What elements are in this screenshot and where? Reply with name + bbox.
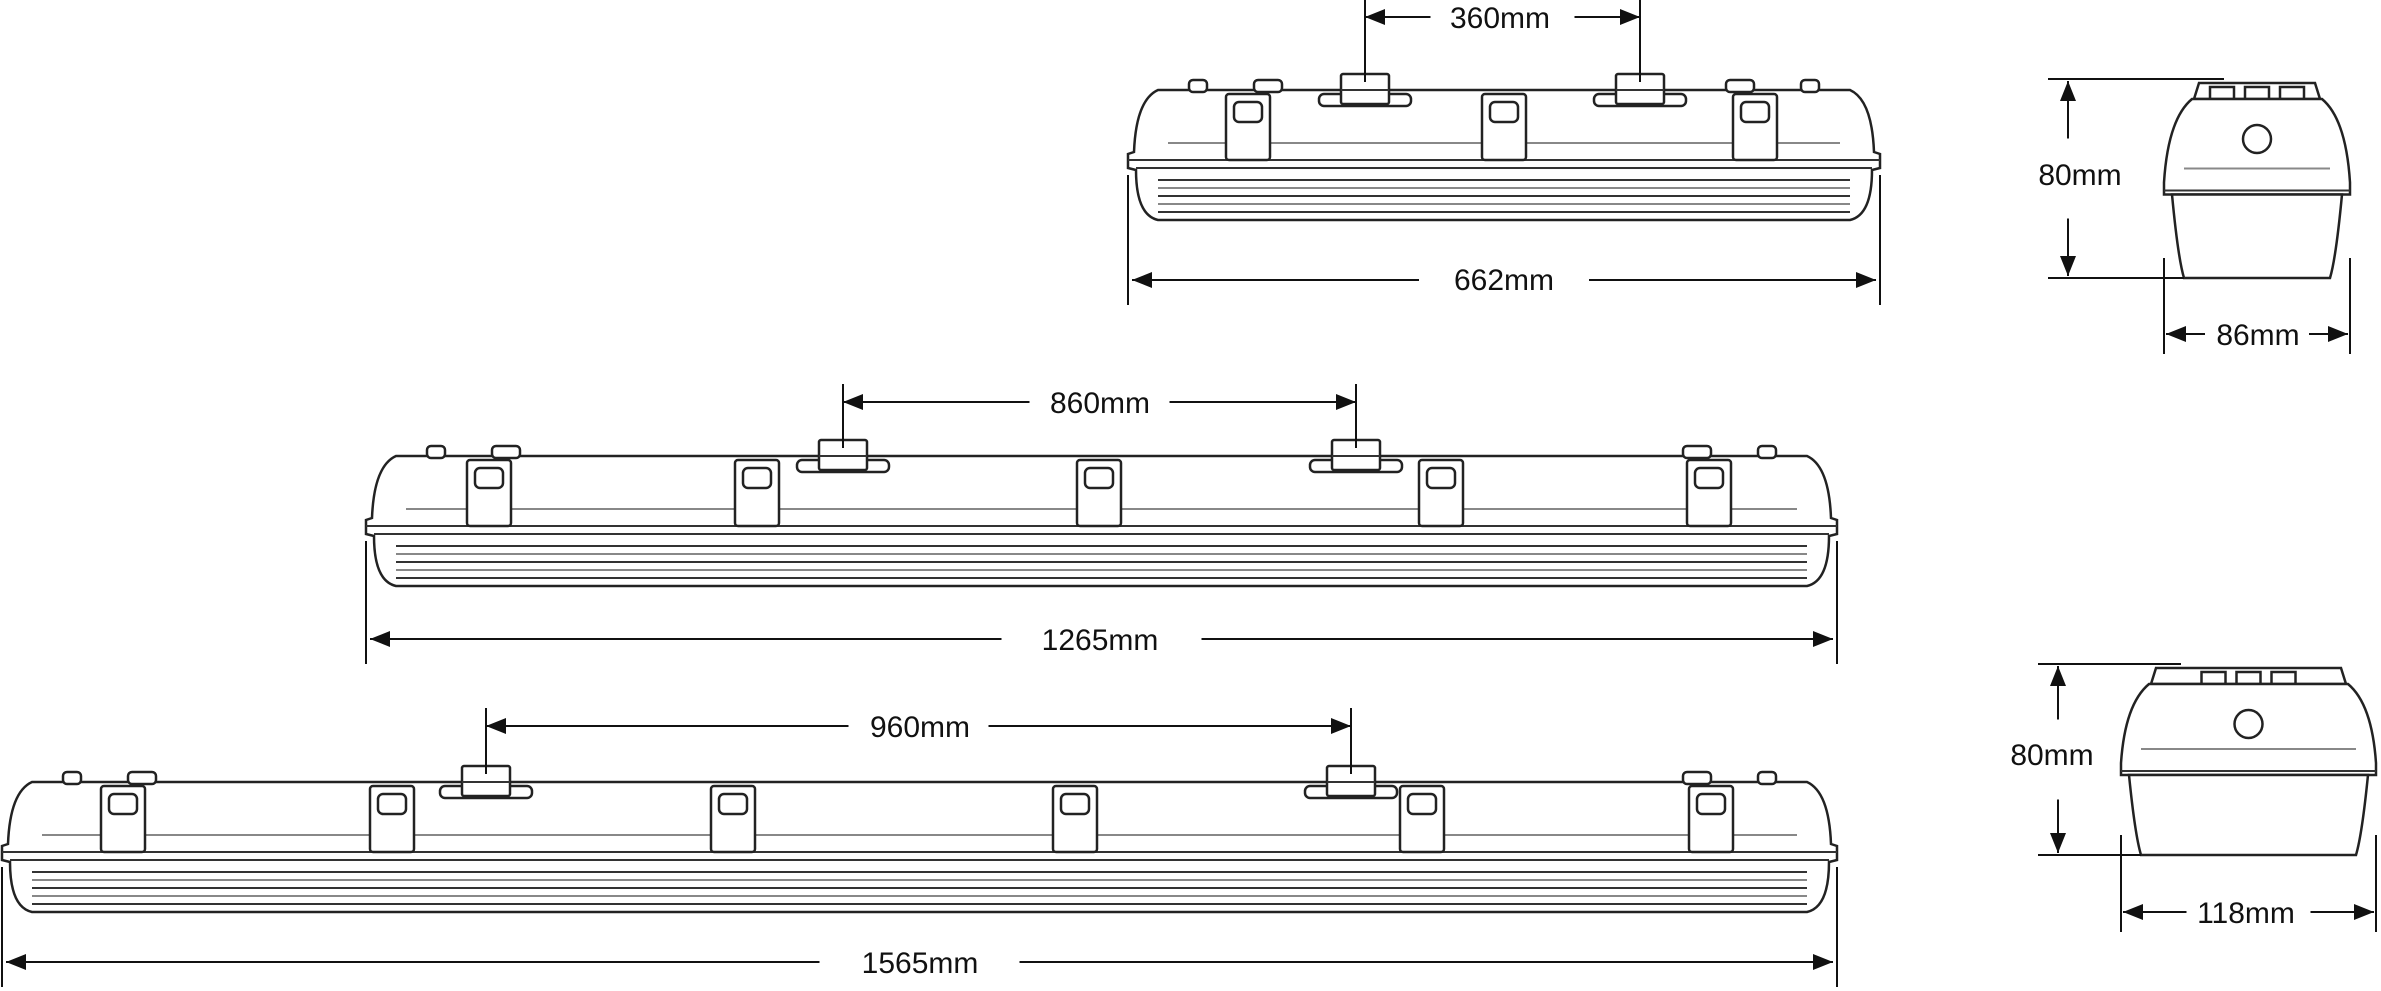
end-view-large-top-tab	[2270, 670, 2297, 686]
fixture-1265-clip	[733, 458, 781, 528]
fixture-1565-clip	[1687, 784, 1735, 854]
fixture-1565-clip	[709, 784, 757, 854]
fixture-1265-length-label: 1265mm	[1042, 624, 1159, 657]
end-view-small-height-label: 80mm	[2038, 159, 2121, 192]
fixture-1265-top-tab	[425, 444, 447, 460]
fixture-662-bracket-label: 360mm	[1450, 2, 1550, 35]
fixture-1565-clip	[99, 784, 147, 854]
fixture-662-clip	[1480, 92, 1528, 162]
end-view-small-diffuser	[2170, 193, 2344, 280]
fixture-662-length-label: 662mm	[1454, 264, 1554, 297]
fixture-1565-bracket-label: 960mm	[870, 711, 970, 744]
fixture-1565-clip	[368, 784, 416, 854]
fixture-1565-clip	[1398, 784, 1446, 854]
end-view-small-width-label: 86mm	[2216, 319, 2299, 352]
fixture-1265-clip	[1075, 458, 1123, 528]
end-view-large	[2038, 663, 2378, 932]
fixture-1265-bracket-label: 860mm	[1050, 387, 1150, 420]
fixture-1565-top-tab	[61, 770, 83, 786]
fixture-1565-clip	[1051, 784, 1099, 854]
fixture-1565-mounting-bracket	[1303, 764, 1399, 800]
end-view-large-width-label: 118mm	[2197, 897, 2295, 930]
fixture-1265-clip	[1417, 458, 1465, 528]
fixture-1565-top-tab	[1681, 770, 1713, 786]
fixture-1565-top-tab	[126, 770, 158, 786]
fixture-1265	[364, 438, 1839, 588]
end-view-small	[2048, 78, 2352, 354]
fixture-662-mounting-bracket	[1317, 72, 1413, 108]
clip-window	[1695, 792, 1727, 816]
clip-window	[1083, 466, 1115, 490]
fixture-662-clip	[1224, 92, 1272, 162]
end-view-large-diffuser	[2127, 773, 2370, 857]
fixture-1565-length-label: 1565mm	[862, 947, 979, 980]
clip-window	[1425, 466, 1457, 490]
clip-window	[741, 466, 773, 490]
fixture-1265-top-tab	[490, 444, 522, 460]
fixture-1565-top-tab	[1756, 770, 1778, 786]
end-view-large-top-tab	[2200, 670, 2227, 686]
clip-window	[1059, 792, 1091, 816]
clip-window	[107, 792, 139, 816]
fixture-662-mounting-bracket	[1592, 72, 1688, 108]
fixture-662-top-tab	[1799, 78, 1821, 94]
clip-window	[717, 792, 749, 816]
fixture-1265-clip	[465, 458, 513, 528]
fixture-662-clip	[1731, 92, 1779, 162]
fixture-662-top-tab	[1252, 78, 1284, 94]
fixture-1265-top-tab	[1681, 444, 1713, 460]
end-view-small-top-tab	[2208, 85, 2236, 101]
fixture-1265-mounting-bracket	[1308, 438, 1404, 474]
clip-window	[1693, 466, 1725, 490]
end-view-small-cable-gland	[2241, 123, 2273, 155]
clip-window	[1406, 792, 1438, 816]
fixture-1265-top-tab	[1756, 444, 1778, 460]
end-view-small-top-tab	[2243, 85, 2271, 101]
fixture-1265-mounting-bracket	[795, 438, 891, 474]
end-view-large-cable-gland	[2233, 708, 2264, 740]
end-view-small-top-tab	[2278, 85, 2306, 101]
clip-window	[473, 466, 505, 490]
fixture-662-top-tab	[1187, 78, 1209, 94]
fixture-1565-mounting-bracket	[438, 764, 534, 800]
end-view-large-height-label: 80mm	[2010, 739, 2093, 772]
clip-window	[1232, 100, 1264, 124]
fixture-662-top-tab	[1724, 78, 1756, 94]
clip-window	[1739, 100, 1771, 124]
fixture-1565-housing	[0, 780, 1839, 914]
fixture-1265-clip	[1685, 458, 1733, 528]
fixture-1565	[0, 764, 1839, 914]
end-view-large-top-tab	[2235, 670, 2262, 686]
fixture-662	[1126, 72, 1882, 222]
clip-window	[376, 792, 408, 816]
clip-window	[1488, 100, 1520, 124]
